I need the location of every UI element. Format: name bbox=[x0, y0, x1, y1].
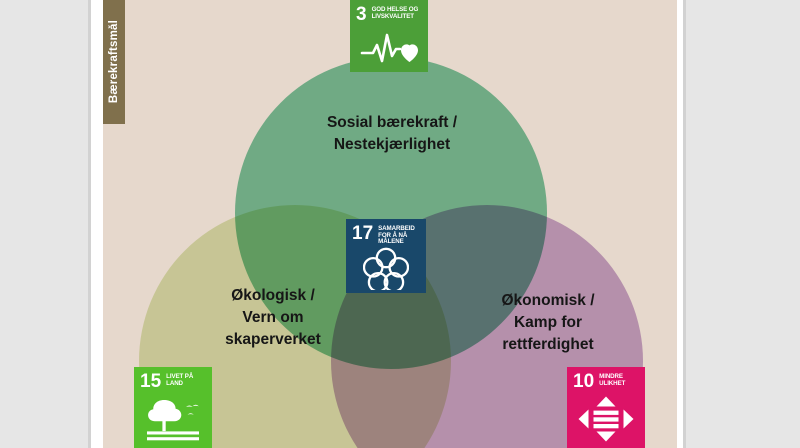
equals-four-arrows-icon bbox=[567, 394, 645, 444]
venn-label-social-line1: Sosial bærekraft / bbox=[326, 114, 458, 131]
venn-label-ecological-line1: Økologisk / bbox=[231, 287, 315, 304]
sdg-badge-10[interactable]: 10 MINDRE ULIKHET bbox=[567, 367, 645, 448]
page-gutter-right bbox=[677, 0, 683, 448]
sdg-17-header: 17 SAMARBEID FOR Å NÅ MÅLENE bbox=[346, 219, 426, 246]
venn-label-ecological-line2: Vern om bbox=[242, 309, 304, 326]
venn-label-social: Sosial bærekraft / Nestekjærlighet bbox=[288, 112, 496, 156]
sdg-10-header: 10 MINDRE ULIKHET bbox=[567, 367, 645, 392]
sdg-badge-3[interactable]: 3 GOD HELSE OG LIVSKVALITET bbox=[350, 0, 428, 72]
sdg-3-title: GOD HELSE OG LIVSKVALITET bbox=[371, 6, 419, 20]
page-edge-shadow-right bbox=[683, 0, 686, 448]
sdg-15-header: 15 LIVET PÅ LAND bbox=[134, 367, 212, 392]
section-tab-baerekraftsmal[interactable]: Bærekraftsmål bbox=[103, 0, 125, 124]
page-edge-shadow-left bbox=[88, 0, 91, 448]
venn-label-ecological-line3: skaperverket bbox=[225, 331, 321, 348]
venn-label-economic-line1: Økonomisk / bbox=[501, 292, 595, 309]
sdg-badge-15[interactable]: 15 LIVET PÅ LAND bbox=[134, 367, 212, 448]
sdg-15-title: LIVET PÅ LAND bbox=[166, 373, 194, 387]
page-gutter-left bbox=[91, 0, 103, 448]
venn-label-economic-line3: rettferdighet bbox=[502, 336, 594, 353]
heartbeat-heart-icon bbox=[350, 26, 428, 70]
sdg-badge-17[interactable]: 17 SAMARBEID FOR Å NÅ MÅLENE bbox=[346, 219, 426, 293]
tree-birds-ground-icon bbox=[134, 394, 212, 444]
document-content-panel: Bærekraftsmål Sosial bærekraft / Nestekj… bbox=[103, 0, 677, 448]
sdg-3-number: 3 bbox=[356, 4, 367, 25]
venn-label-ecological: Økologisk / Vern om skaperverket bbox=[173, 285, 373, 351]
sdg-15-number: 15 bbox=[140, 371, 162, 392]
sdg-10-number: 10 bbox=[573, 371, 595, 392]
sdg-3-header: 3 GOD HELSE OG LIVSKVALITET bbox=[350, 0, 428, 25]
venn-label-economic-line2: Kamp for bbox=[513, 314, 583, 331]
interlocking-circles-icon bbox=[346, 245, 426, 291]
venn-label-economic: Økonomisk / Kamp for rettferdighet bbox=[448, 290, 648, 356]
sdg-17-number: 17 bbox=[352, 223, 374, 244]
sdg-17-title: SAMARBEID FOR Å NÅ MÅLENE bbox=[378, 225, 415, 245]
venn-label-social-line2: Nestekjærlighet bbox=[333, 136, 451, 153]
sdg-10-title: MINDRE ULIKHET bbox=[599, 373, 626, 387]
